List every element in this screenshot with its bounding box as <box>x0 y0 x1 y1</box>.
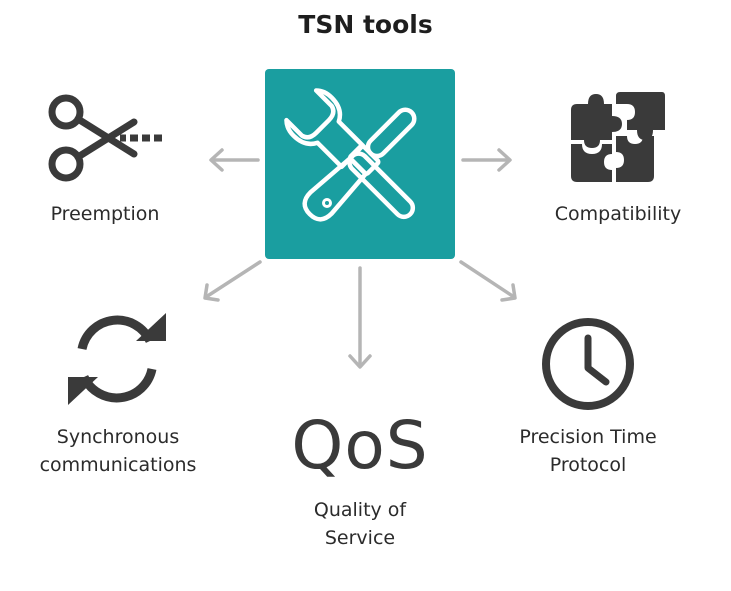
wrench-screwdriver-icon <box>284 88 417 222</box>
arrow-to-ptp <box>459 260 517 302</box>
sync-arrows-icon <box>68 313 166 405</box>
synchronous-label-line1: Synchronous <box>56 426 180 448</box>
scissors-icon <box>48 94 162 182</box>
qos-symbol: QoS <box>291 407 429 484</box>
ptp-label-line1: Precision Time <box>519 426 657 448</box>
diagram-title: TSN tools <box>298 10 433 39</box>
clock-icon <box>542 318 634 410</box>
arrow-to-qos <box>348 266 372 369</box>
qos-label-line1: Quality of <box>313 499 407 521</box>
qos-label-line2: Service <box>324 527 396 549</box>
puzzle-icon <box>571 92 665 182</box>
arrow-to-compatibility <box>461 148 512 172</box>
synchronous-label-line2: communications <box>39 454 197 476</box>
arrow-to-preemption <box>209 148 260 172</box>
synchronous-label: Synchronous communications <box>18 423 218 479</box>
preemption-label: Preemption <box>50 203 160 225</box>
arrow-to-synchronous <box>203 260 262 302</box>
ptp-label-line2: Protocol <box>549 454 627 476</box>
tsn-tools-box <box>265 69 455 259</box>
qos-label: Quality of Service <box>280 496 440 552</box>
compatibility-label: Compatibility <box>554 203 682 225</box>
ptp-label: Precision Time Protocol <box>498 423 678 479</box>
